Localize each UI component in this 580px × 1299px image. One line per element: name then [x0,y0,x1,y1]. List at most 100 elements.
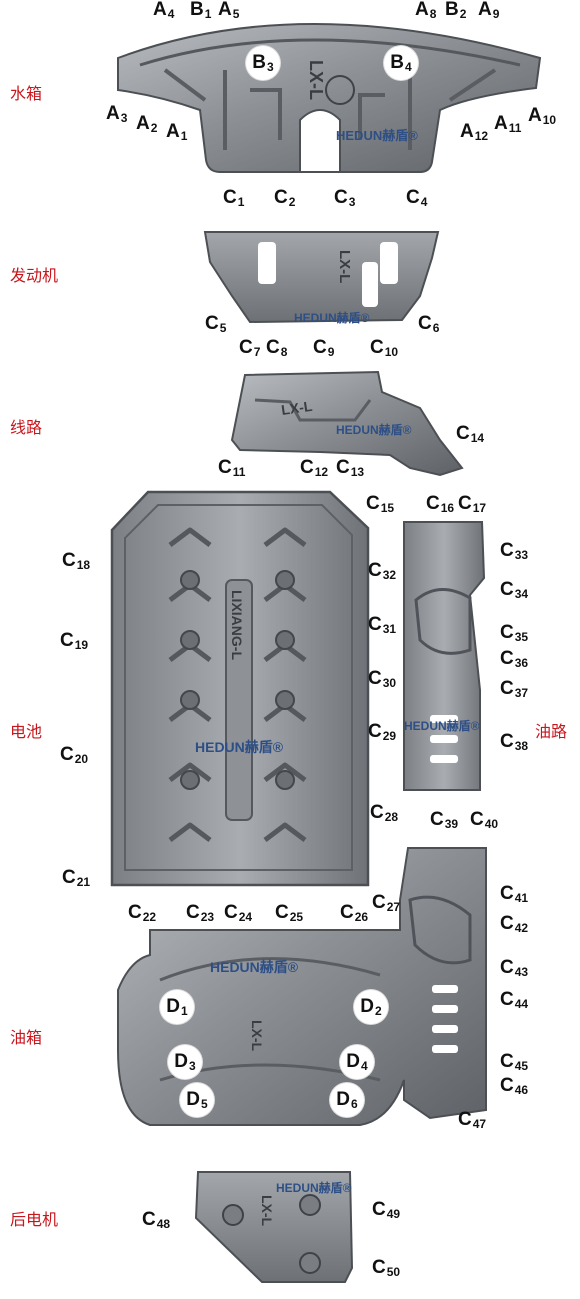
point-label-c15: C15 [366,493,395,515]
point-label-d3: D3 [168,1045,202,1079]
point-label-c11: C11 [218,457,246,479]
point-label-c6: C6 [418,313,440,335]
plate-mark-lixiang: LIXIANG-L [229,590,245,660]
point-label-c38: C38 [500,731,529,753]
point-label-c26: C26 [340,902,369,924]
point-label-d1: D1 [160,990,194,1024]
point-label-c18: C18 [62,550,91,572]
point-label-c30: C30 [368,668,397,690]
point-label-d5: D5 [180,1083,214,1117]
point-label-a2: A2 [136,113,158,135]
brand-watermark: HEDUN赫盾® [210,959,299,975]
point-label-a5: A5 [218,0,240,21]
plate-rearmotor: LX-L [194,1171,354,1283]
point-label-c14: C14 [456,423,485,445]
point-label-c4: C4 [406,187,428,209]
point-label-c9: C9 [313,337,335,359]
plate-wiring: LX-L [230,370,464,477]
point-label-d6: D6 [330,1083,364,1117]
section-label-oilline: 油路 [535,722,568,741]
point-label-a10: A10 [528,105,557,127]
point-label-c5: C5 [205,313,227,335]
point-label-c32: C32 [368,560,397,582]
point-label-b1: B1 [190,0,212,21]
point-label-c40: C40 [470,809,499,831]
brand-watermark: HEDUN赫盾® [195,739,284,755]
point-label-c12: C12 [300,457,329,479]
plate-mark-lx: LX-L [259,1195,275,1227]
point-label-c36: C36 [500,648,529,670]
point-label-c33: C33 [500,540,529,562]
point-label-c7: C7 [239,337,261,359]
plate-mark-lx: LX-L [249,1020,265,1052]
plate-radiator: LX-L [117,23,542,173]
point-label-a4: A4 [153,0,175,21]
plate-battery: LIXIANG-L [110,490,370,887]
brand-watermarks: HEDUN赫盾® HEDUN赫盾® HEDUN赫盾® HEDUN赫盾® HEDUN赫盾®… [195,128,480,1195]
point-label-c3: C3 [334,187,356,209]
brand-watermark: HEDUN赫盾® [276,1180,352,1195]
section-label-battery: 电池 [10,722,43,741]
point-label-a8: A8 [415,0,437,21]
point-label-a12: A12 [460,121,489,143]
point-label-c25: C25 [275,902,304,924]
point-label-c21: C21 [62,867,91,889]
point-label-c47: C47 [458,1109,487,1131]
point-label-c41: C41 [500,883,529,905]
plate-oilline [403,521,486,791]
section-label-rearmotor: 后电机 [10,1210,59,1229]
section-label-tank: 油箱 [10,1028,43,1047]
brand-watermark: HEDUN赫盾® [336,128,418,143]
point-label-c24: C24 [224,902,253,924]
point-label-c45: C45 [500,1051,529,1073]
brand-watermark: HEDUN赫盾® [336,422,412,437]
point-label-b3: B3 [246,46,280,80]
point-label-c31: C31 [368,614,397,636]
point-label-c50: C50 [372,1257,401,1279]
point-label-c39: C39 [430,809,459,831]
point-label-c48: C48 [142,1209,171,1231]
point-label-c44: C44 [500,989,529,1011]
point-label-d4: D4 [340,1045,374,1079]
point-label-b4: B4 [384,46,418,80]
point-label-c37: C37 [500,678,529,700]
plate-tank: LX-L [117,847,487,1126]
brand-watermark: HEDUN赫盾® [294,310,370,325]
point-label-c17: C17 [458,493,487,515]
brand-watermark: HEDUN赫盾® [404,718,480,733]
point-label-c23: C23 [186,902,215,924]
section-label-wiring: 线路 [10,418,43,437]
point-label-c10: C10 [370,337,399,359]
point-label-c22: C22 [128,902,157,924]
point-label-c27: C27 [372,892,401,914]
point-label-c49: C49 [372,1199,401,1221]
point-label-c13: C13 [336,457,365,479]
point-label-c28: C28 [370,802,399,824]
point-label-c20: C20 [60,744,89,766]
point-label-c2: C2 [274,187,296,209]
point-label-a9: A9 [478,0,500,21]
point-label-c8: C8 [266,337,288,359]
plate-mark-lx: LX-L [306,60,326,100]
point-label-c43: C43 [500,957,529,979]
point-label-b2: B2 [445,0,467,21]
point-label-c46: C46 [500,1075,529,1097]
point-label-c29: C29 [368,721,397,743]
plate-mark-lx: LX-L [336,250,353,283]
section-label-engine: 发动机 [10,266,59,285]
point-label-c1: C1 [223,187,245,209]
point-label-c16: C16 [426,493,455,515]
point-label-d2: D2 [354,990,388,1024]
point-label-a1: A1 [166,121,188,143]
point-label-a3: A3 [106,103,128,125]
point-label-c19: C19 [60,630,89,652]
point-label-c35: C35 [500,622,529,644]
point-label-c42: C42 [500,913,529,935]
point-label-c34: C34 [500,579,529,601]
plate-engine: LX-L [203,231,440,324]
section-label-radiator: 水箱 [10,84,43,103]
point-label-a11: A11 [494,113,522,135]
plate-mark-lx: LX-L [280,398,313,418]
